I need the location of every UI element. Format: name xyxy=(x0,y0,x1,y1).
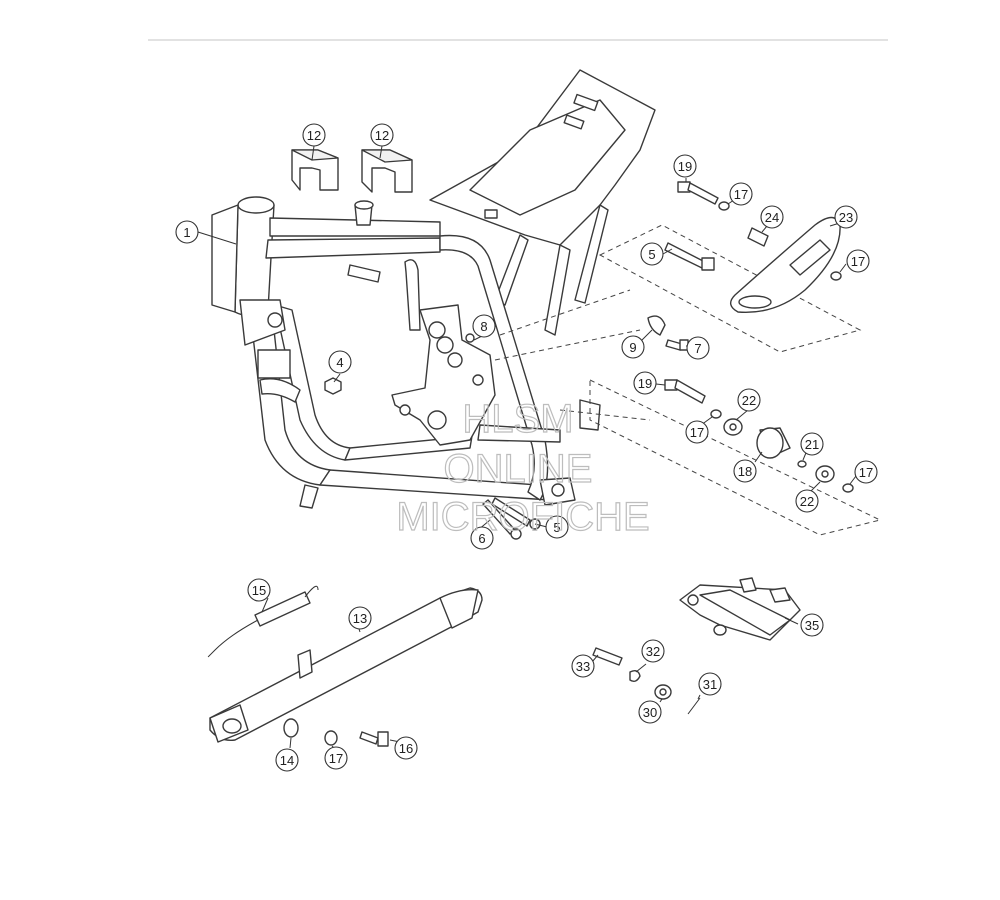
svg-text:12: 12 xyxy=(375,128,389,143)
svg-text:7: 7 xyxy=(694,341,701,356)
watermark-line-3: MICROFICHE xyxy=(396,495,649,539)
callout-12-left: 12 xyxy=(302,123,326,147)
svg-text:17: 17 xyxy=(734,187,748,202)
watermark-line-2: ONLINE xyxy=(444,447,593,491)
callout-15: 15 xyxy=(247,578,271,602)
svg-text:15: 15 xyxy=(252,583,266,598)
svg-text:9: 9 xyxy=(629,340,636,355)
svg-text:17: 17 xyxy=(329,751,343,766)
callout-4: 4 xyxy=(328,350,352,374)
svg-text:4: 4 xyxy=(336,355,343,370)
svg-text:5: 5 xyxy=(648,247,655,262)
svg-text:22: 22 xyxy=(800,494,814,509)
callout-23: 23 xyxy=(834,205,858,229)
callout-8: 8 xyxy=(472,314,496,338)
svg-text:19: 19 xyxy=(638,376,652,391)
callout-16: 16 xyxy=(394,736,418,760)
svg-text:17: 17 xyxy=(859,465,873,480)
callout-19-upper: 19 xyxy=(673,154,697,178)
callout-1: 1 xyxy=(175,220,199,244)
svg-text:24: 24 xyxy=(765,210,779,225)
callout-33: 33 xyxy=(571,654,595,678)
svg-text:14: 14 xyxy=(280,753,294,768)
callout-5-lower: 5 xyxy=(545,515,569,539)
callout-5-upper: 5 xyxy=(640,242,664,266)
watermark: HLSM ONLINE MICROFICHE xyxy=(396,396,651,539)
callout-17-a: 17 xyxy=(729,182,753,206)
callout-19-lower: 19 xyxy=(633,371,657,395)
callouts: 1 4 5 5 6 7 8 9 12 12 13 14 15 16 17 17 … xyxy=(175,123,878,772)
callout-17-b: 17 xyxy=(846,249,870,273)
svg-text:31: 31 xyxy=(703,677,717,692)
svg-text:8: 8 xyxy=(480,319,487,334)
callout-12-right: 12 xyxy=(370,123,394,147)
callout-17-c: 17 xyxy=(685,420,709,444)
callout-13: 13 xyxy=(348,606,372,630)
frame-covers xyxy=(291,149,413,193)
callout-17-d: 17 xyxy=(854,460,878,484)
svg-text:17: 17 xyxy=(690,425,704,440)
svg-text:21: 21 xyxy=(805,437,819,452)
svg-text:22: 22 xyxy=(742,393,756,408)
svg-text:30: 30 xyxy=(643,705,657,720)
svg-text:19: 19 xyxy=(678,159,692,174)
svg-text:1: 1 xyxy=(183,225,190,240)
footpeg-parts xyxy=(592,577,801,715)
callout-35: 35 xyxy=(800,613,824,637)
callout-30: 30 xyxy=(638,700,662,724)
callout-9: 9 xyxy=(621,335,645,359)
svg-text:18: 18 xyxy=(738,464,752,479)
svg-text:33: 33 xyxy=(576,659,590,674)
frame-assembly xyxy=(211,69,656,509)
callout-7: 7 xyxy=(686,336,710,360)
callout-6: 6 xyxy=(470,526,494,550)
callout-22-lower: 22 xyxy=(795,489,819,513)
svg-text:13: 13 xyxy=(353,611,367,626)
svg-text:32: 32 xyxy=(646,644,660,659)
svg-text:12: 12 xyxy=(307,128,321,143)
svg-text:6: 6 xyxy=(478,531,485,546)
callout-17-e: 17 xyxy=(324,746,348,770)
callout-32: 32 xyxy=(641,639,665,663)
svg-text:23: 23 xyxy=(839,210,853,225)
callout-31: 31 xyxy=(698,672,722,696)
watermark-line-1: HLSM xyxy=(462,397,573,441)
callout-18: 18 xyxy=(733,459,757,483)
kickstand-parts xyxy=(207,585,483,747)
callout-24: 24 xyxy=(760,205,784,229)
svg-text:16: 16 xyxy=(399,741,413,756)
svg-text:17: 17 xyxy=(851,254,865,269)
svg-text:5: 5 xyxy=(553,520,560,535)
svg-text:35: 35 xyxy=(805,618,819,633)
callout-21: 21 xyxy=(800,432,824,456)
callout-22-upper: 22 xyxy=(737,388,761,412)
pedal-parts xyxy=(482,181,882,540)
callout-14: 14 xyxy=(275,748,299,772)
